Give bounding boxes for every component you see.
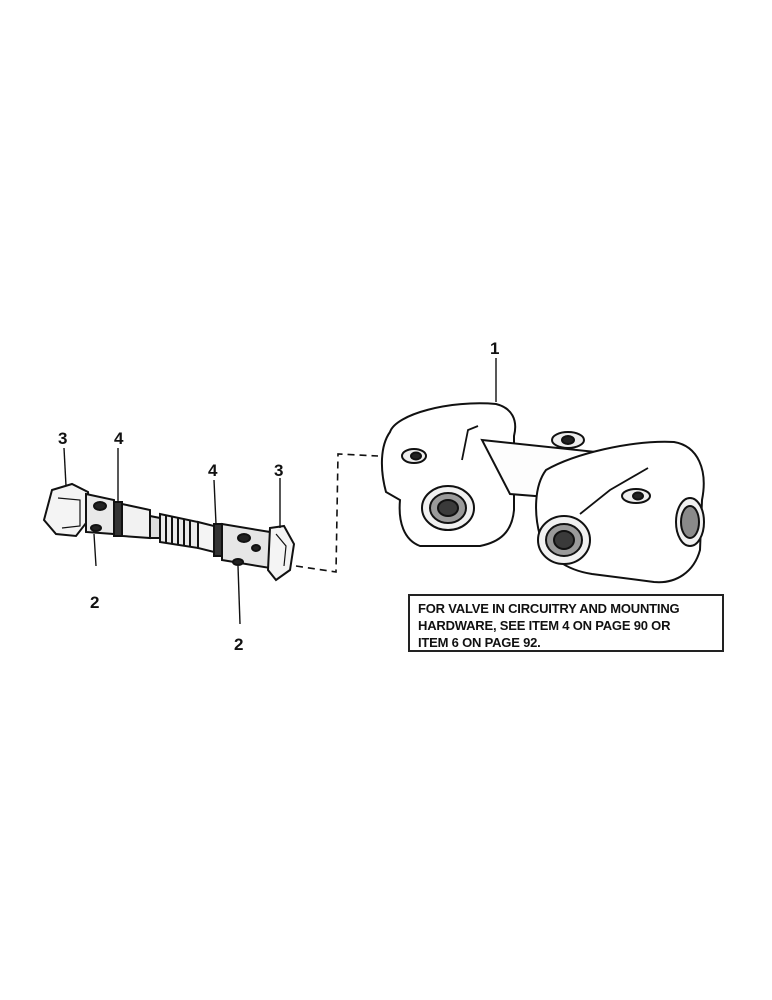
callout-1: 1 — [490, 339, 499, 358]
callout-3-right: 3 — [274, 461, 283, 480]
leader-lines — [63, 358, 497, 625]
valve-body — [380, 402, 705, 584]
callout-3-left: 3 — [58, 429, 67, 448]
callout-2-right: 2 — [234, 635, 243, 654]
cartridge-assembly — [42, 482, 296, 582]
assembly-dashed-line — [295, 453, 379, 573]
note-line-2: HARDWARE, SEE ITEM 4 ON PAGE 90 OR — [418, 618, 671, 633]
callout-4-right: 4 — [208, 461, 218, 480]
left-o-ring — [113, 501, 123, 537]
right-body-section — [221, 522, 271, 570]
left-hex-head — [42, 482, 92, 538]
note-line-3: ITEM 6 ON PAGE 92. — [418, 635, 541, 650]
reference-note: FOR VALVE IN CIRCUITRY AND MOUNTING HARD… — [408, 594, 724, 652]
right-o-ring — [213, 523, 223, 557]
callout-2-left: 2 — [90, 593, 99, 612]
right-hex-head — [266, 524, 296, 582]
note-line-1: FOR VALVE IN CIRCUITRY AND MOUNTING — [418, 601, 680, 616]
callout-4-left: 4 — [114, 429, 124, 448]
